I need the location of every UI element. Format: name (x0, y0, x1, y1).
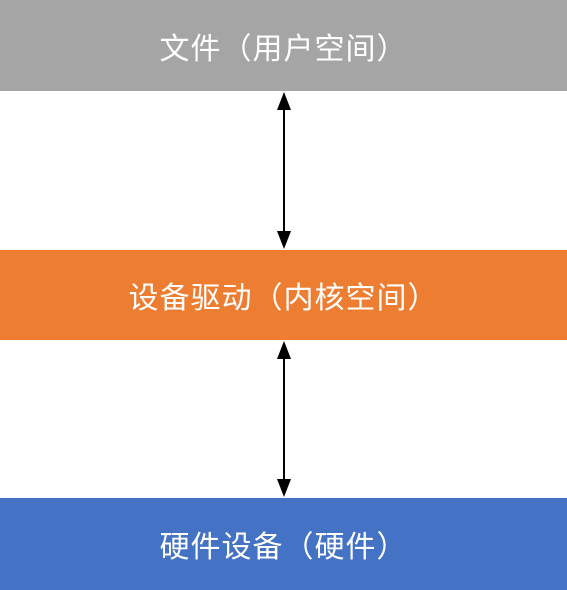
kernel-space-driver-label: 设备驱动（内核空间） (128, 281, 439, 316)
hardware-device-label: 硬件设备（硬件） (159, 530, 408, 565)
hardware-device-layer: 硬件设备（硬件） (0, 498, 567, 590)
file-driver-bidirectional-arrow (277, 92, 291, 249)
user-space-file-label: 文件（用户空间） (159, 31, 408, 67)
arrow-head-up (277, 92, 291, 110)
arrow-head-down (277, 231, 291, 249)
kernel-space-driver-layer: 设备驱动（内核空间） (0, 250, 567, 340)
driver-hardware-bidirectional-arrow (277, 341, 291, 497)
arrow-head-up (277, 341, 291, 359)
user-space-file-layer: 文件（用户空间） (0, 0, 567, 91)
arrow-head-down (277, 479, 291, 497)
